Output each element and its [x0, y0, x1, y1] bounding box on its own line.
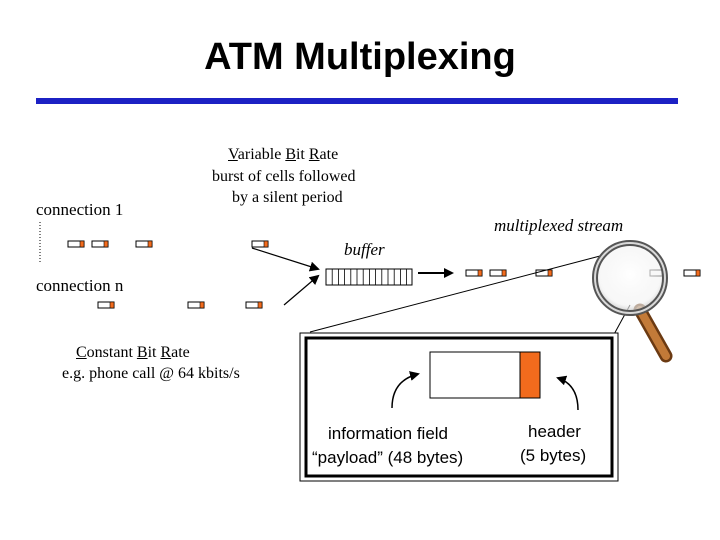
connection-n-label: connection n [36, 276, 124, 295]
multiplexed-stream-label: multiplexed stream [494, 216, 624, 235]
atm-cell-icon [97, 301, 115, 309]
header-label-line1: header [528, 422, 581, 441]
cbr-heading-it: it [147, 344, 161, 361]
magnifier-icon [592, 240, 673, 363]
atm-cell-icon [91, 240, 109, 248]
title-underline [36, 98, 678, 104]
atm-cell-icon [465, 269, 483, 277]
cbr-heading-b: B [136, 344, 148, 361]
vbr-heading-it: it [295, 146, 309, 163]
vbr-heading-b: B [285, 146, 296, 163]
cbr-heading-c: C [76, 344, 87, 361]
atm-cell-icon [135, 240, 153, 248]
vbr-heading: Variable Bit Rate [228, 146, 338, 164]
buffer-label: buffer [344, 240, 385, 259]
atm-cell-icon [67, 240, 85, 248]
vbr-description-line2: by a silent period [232, 189, 343, 206]
cbr-heading-r: R [160, 344, 172, 361]
payload-label-line2: “payload” (48 bytes) [312, 448, 464, 467]
atm-cell-icon [251, 240, 269, 248]
vbr-heading-v: V [228, 146, 238, 163]
vbr-heading-ate: ate [319, 146, 339, 163]
arrow-from-connection-n [283, 274, 320, 306]
vbr-heading-ariable: ariable [237, 146, 286, 163]
buffer [325, 268, 413, 286]
cbr-heading: Constant Bit Rate [76, 344, 190, 362]
cell-header-block [519, 351, 541, 399]
cbr-heading-ate: ate [171, 344, 190, 361]
atm-cell-icon [245, 301, 263, 309]
connection-n-cells [97, 301, 263, 309]
atm-cell-icon [683, 269, 701, 277]
zoom-line-left [309, 255, 601, 333]
cbr-heading-onstant: onstant [86, 344, 137, 361]
atm-cell-icon [489, 269, 507, 277]
connection-1-label: connection 1 [36, 200, 124, 219]
cell-detail-inner [304, 336, 614, 478]
connection-1-cells [67, 240, 269, 248]
vbr-heading-r: R [308, 146, 320, 163]
atm-cell-icon [187, 301, 205, 309]
slide-title: ATM Multiplexing [204, 36, 516, 78]
header-pointer-arrow [556, 375, 579, 411]
vbr-description-line1: burst of cells followed [212, 168, 356, 185]
payload-pointer-arrow [391, 371, 420, 409]
arrow-from-connection-1 [251, 247, 320, 272]
cbr-description: e.g. phone call @ 64 kbits/s [62, 365, 240, 382]
payload-label-line1: information field [328, 424, 449, 443]
cell-payload-block [429, 351, 521, 399]
header-label-line2: (5 bytes) [520, 446, 587, 465]
